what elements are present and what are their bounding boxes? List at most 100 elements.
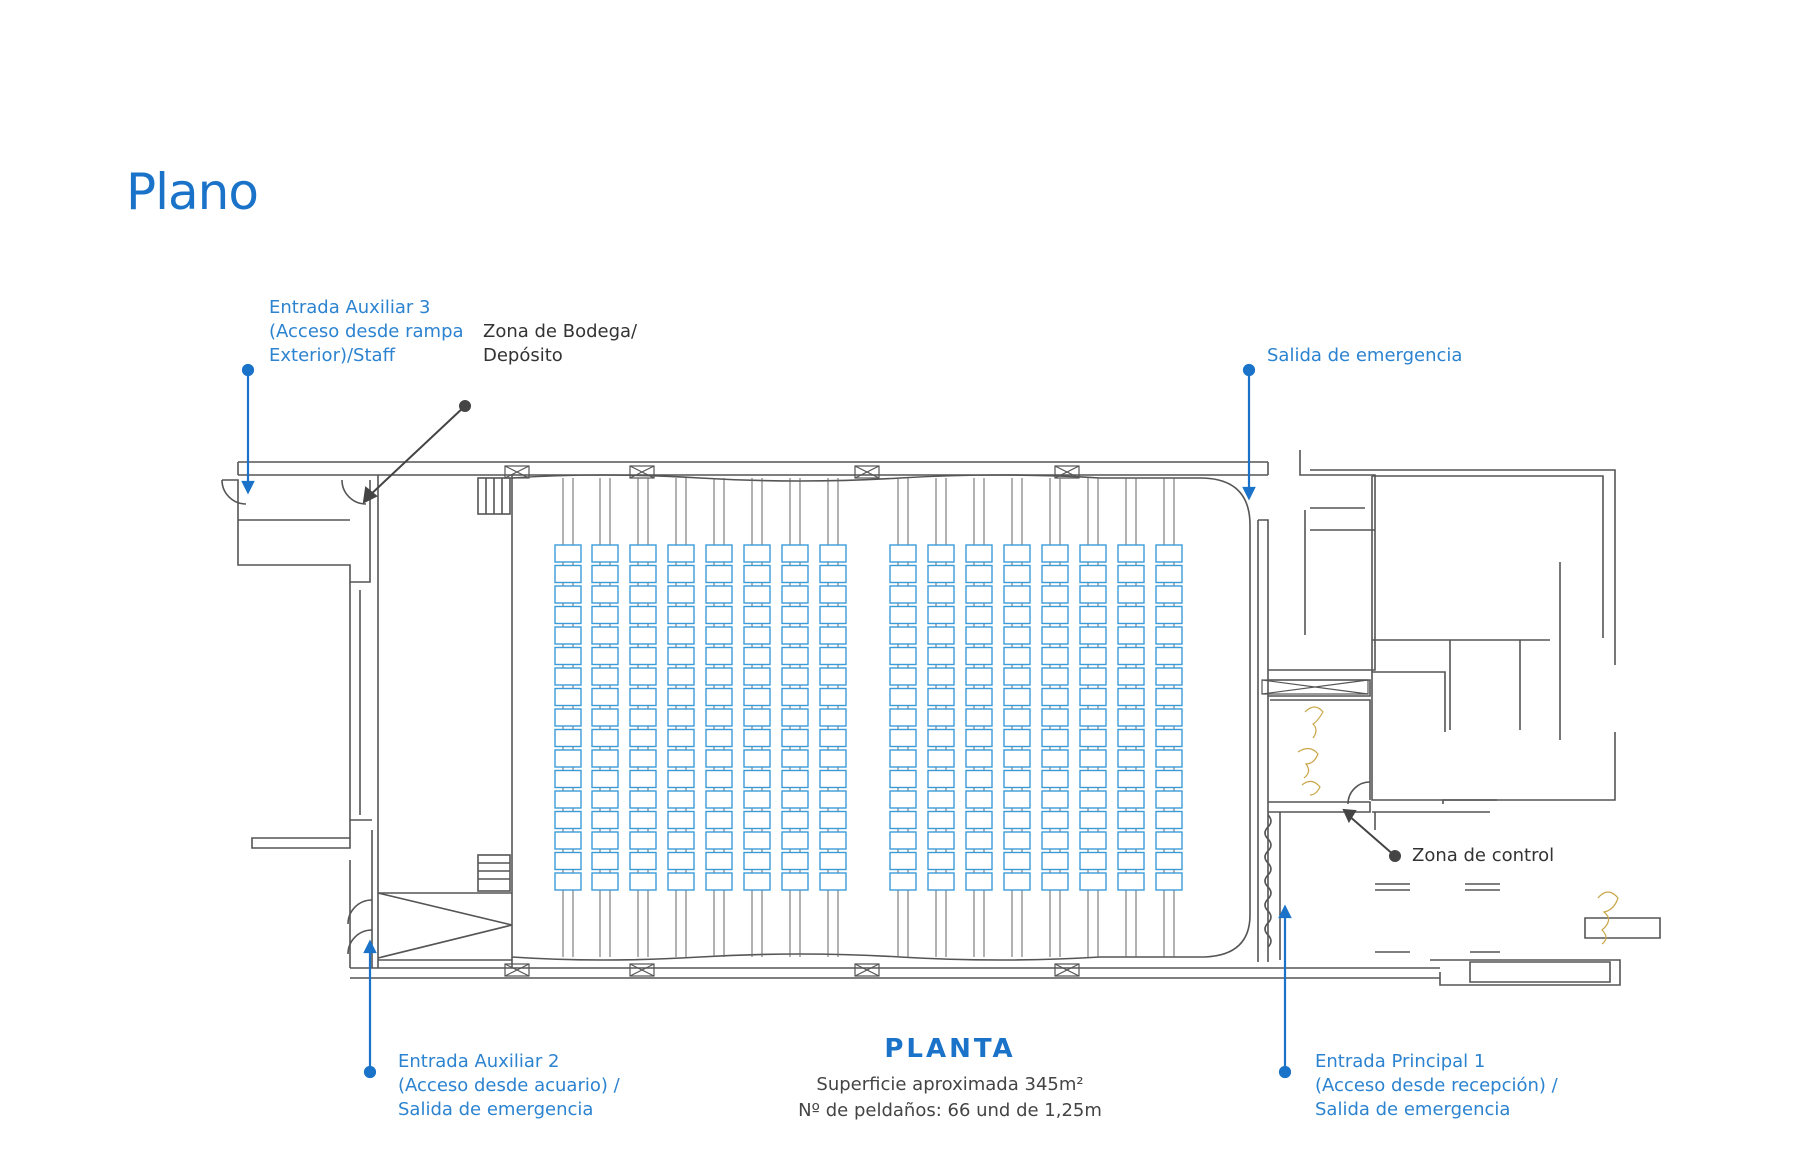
seat — [1041, 544, 1069, 563]
seat — [705, 872, 733, 891]
seat — [1041, 749, 1069, 768]
seat — [889, 626, 917, 645]
seat — [554, 790, 582, 809]
seat — [927, 585, 955, 604]
seat — [1041, 605, 1069, 625]
seat — [1155, 626, 1183, 645]
seat — [781, 872, 809, 891]
seat — [554, 585, 582, 604]
seat — [743, 585, 771, 604]
seat — [591, 769, 619, 789]
seat — [1155, 769, 1183, 789]
seat — [965, 769, 993, 789]
seat — [1117, 605, 1145, 625]
seat — [781, 769, 809, 789]
seat — [667, 667, 695, 686]
seat — [1079, 544, 1107, 563]
seat — [927, 790, 955, 809]
seat — [965, 851, 993, 871]
seat — [554, 749, 582, 768]
seat — [819, 605, 847, 625]
seat — [965, 626, 993, 645]
seat — [1117, 667, 1145, 686]
entrada-auxiliar-3-label: Entrada Auxiliar 3 (Acceso desde rampa E… — [269, 297, 464, 366]
seat — [591, 687, 619, 707]
seat — [1117, 646, 1145, 666]
seat — [629, 605, 657, 625]
seat — [1041, 728, 1069, 748]
seat — [965, 810, 993, 830]
seat — [927, 544, 955, 563]
seat — [1041, 667, 1069, 686]
seat — [629, 626, 657, 645]
seat — [1003, 544, 1031, 563]
seat — [1003, 708, 1031, 727]
seat — [819, 708, 847, 727]
seat — [1155, 831, 1183, 850]
seat — [667, 626, 695, 645]
seat — [629, 564, 657, 584]
seat — [667, 872, 695, 891]
seat — [1117, 708, 1145, 727]
seat — [1003, 872, 1031, 891]
seat — [965, 687, 993, 707]
salida-emergencia-label: Salida de emergencia — [1267, 345, 1463, 366]
seat — [667, 708, 695, 727]
seat — [591, 585, 619, 604]
seat — [781, 667, 809, 686]
seat — [591, 728, 619, 748]
seat — [629, 872, 657, 891]
seat — [591, 646, 619, 666]
seat — [591, 790, 619, 809]
seat — [889, 646, 917, 666]
seat — [1155, 646, 1183, 666]
seat — [781, 544, 809, 563]
seat — [1003, 687, 1031, 707]
seat — [1003, 667, 1031, 686]
seat — [965, 728, 993, 748]
seat — [1041, 646, 1069, 666]
seat — [1041, 810, 1069, 830]
seat — [667, 585, 695, 604]
seat — [927, 605, 955, 625]
seat — [554, 872, 582, 891]
seat — [554, 626, 582, 645]
entrada-principal-1-label: Entrada Principal 1 (Acceso desde recepc… — [1315, 1051, 1558, 1120]
seat — [743, 790, 771, 809]
seat — [1003, 790, 1031, 809]
seat — [1079, 585, 1107, 604]
seat — [705, 831, 733, 850]
seat — [819, 626, 847, 645]
seat — [889, 708, 917, 727]
seat — [889, 667, 917, 686]
seat — [554, 708, 582, 727]
seat — [1079, 728, 1107, 748]
seat — [965, 749, 993, 768]
seat — [1079, 667, 1107, 686]
seat — [629, 749, 657, 768]
seat — [629, 810, 657, 830]
seat — [1003, 831, 1031, 850]
seat — [667, 564, 695, 584]
planta-title: PLANTA — [884, 1034, 1016, 1064]
seat — [667, 790, 695, 809]
zona-control-label: Zona de control — [1412, 845, 1555, 866]
seat — [629, 585, 657, 604]
seat — [667, 687, 695, 707]
seat — [1003, 585, 1031, 604]
seat — [1003, 728, 1031, 748]
seat — [889, 872, 917, 891]
seat — [554, 851, 582, 871]
seat — [1079, 708, 1107, 727]
seat — [819, 810, 847, 830]
seat — [819, 831, 847, 850]
seat — [743, 769, 771, 789]
seat — [927, 646, 955, 666]
seat — [889, 544, 917, 563]
seat — [889, 831, 917, 850]
seat — [1079, 790, 1107, 809]
seat — [591, 749, 619, 768]
seat — [1079, 626, 1107, 645]
seat — [1117, 564, 1145, 584]
seat — [667, 810, 695, 830]
